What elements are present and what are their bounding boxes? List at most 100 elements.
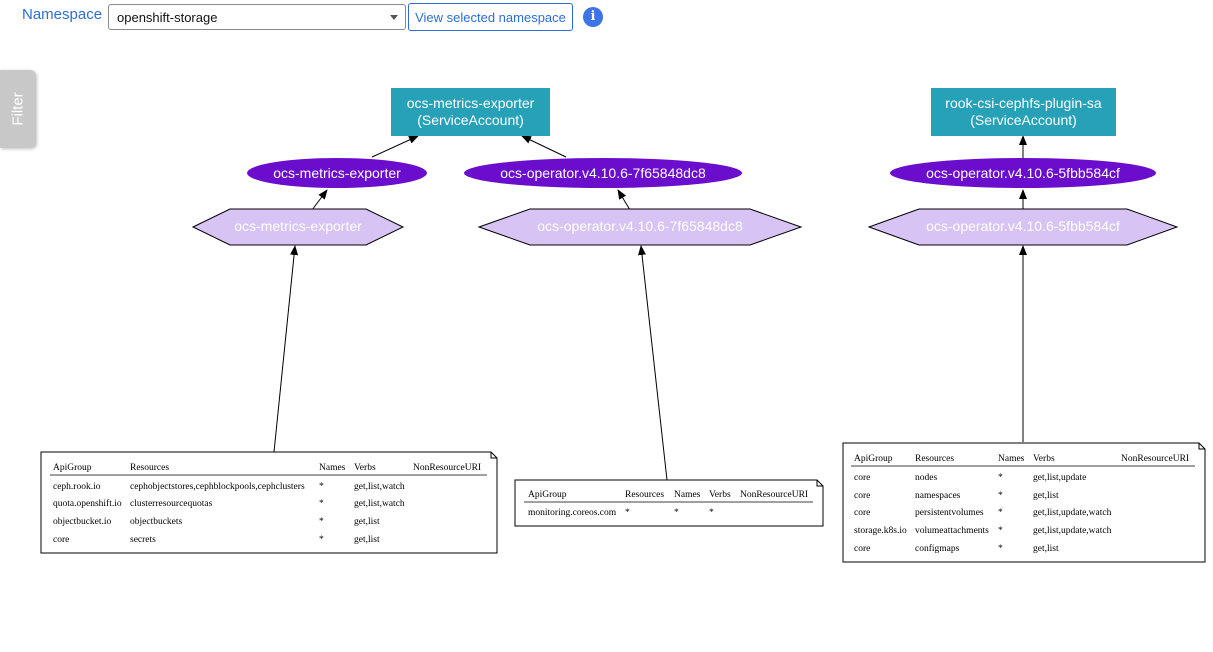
table-cell: get,list bbox=[354, 517, 380, 527]
column-header: ApiGroup bbox=[528, 490, 567, 500]
role-binding-label: ocs-operator.v4.10.6-5fbb584cf bbox=[926, 165, 1120, 181]
role-binding-label: ocs-operator.v4.10.6-7f65848dc8 bbox=[500, 165, 706, 181]
rules-note-2: ApiGroup Resources Names Verbs NonResour… bbox=[514, 479, 824, 527]
table-row: quota.openshift.io clusterresourcequotas… bbox=[53, 498, 405, 509]
table-cell: storage.k8s.io bbox=[854, 526, 907, 536]
filter-tab[interactable]: Filter bbox=[0, 70, 36, 148]
table-row: objectbucket.io objectbuckets * get,list bbox=[53, 517, 380, 527]
table-cell: * bbox=[319, 535, 324, 545]
table-header-row: ApiGroup Resources Names Verbs NonResour… bbox=[528, 490, 808, 500]
edge-rules-to-role bbox=[638, 245, 668, 481]
service-account-node[interactable]: rook-csi-cephfs-plugin-sa (ServiceAccoun… bbox=[931, 88, 1116, 136]
table-cell: get,list bbox=[1033, 491, 1059, 501]
column-header: ApiGroup bbox=[53, 463, 92, 473]
role-node[interactable]: ocs-operator.v4.10.6-5fbb584cf bbox=[867, 208, 1179, 246]
table-header-row: ApiGroup Resources Names Verbs NonResour… bbox=[854, 454, 1189, 464]
edge-binding-to-sa bbox=[371, 135, 419, 158]
column-header: Names bbox=[319, 463, 346, 473]
table-cell: volumeattachments bbox=[915, 526, 989, 536]
namespace-toolbar: Namespace openshift-storage View selecte… bbox=[0, 0, 1213, 36]
table-cell: persistentvolumes bbox=[915, 508, 984, 518]
rules-note-3: ApiGroup Resources Names Verbs NonResour… bbox=[842, 442, 1206, 563]
table-cell: get,list,update bbox=[1033, 473, 1086, 483]
table-row: core nodes * get,list,update bbox=[854, 473, 1086, 483]
column-header: Names bbox=[674, 490, 701, 500]
role-label: ocs-operator.v4.10.6-5fbb584cf bbox=[926, 218, 1120, 234]
service-account-kind: (ServiceAccount) bbox=[417, 112, 524, 128]
table-cell: configmaps bbox=[915, 543, 960, 554]
table-cell: core bbox=[53, 535, 69, 545]
info-icon[interactable]: i bbox=[583, 7, 603, 27]
graph-edges bbox=[273, 135, 1027, 481]
table-cell: * bbox=[998, 473, 1003, 483]
table-header-row: ApiGroup Resources Names Verbs NonResour… bbox=[53, 463, 481, 473]
table-cell: * bbox=[998, 491, 1003, 501]
role-binding-node[interactable]: ocs-operator.v4.10.6-5fbb584cf bbox=[890, 158, 1156, 188]
table-cell: get,list bbox=[354, 535, 380, 545]
table-cell: * bbox=[998, 526, 1003, 536]
table-cell: get,list,watch bbox=[354, 499, 405, 509]
role-node[interactable]: ocs-metrics-exporter bbox=[191, 208, 405, 246]
column-header: NonResourceURI bbox=[1121, 454, 1189, 464]
table-cell: secrets bbox=[130, 535, 156, 545]
table-cell: get,list bbox=[1033, 544, 1059, 554]
table-cell: get,list,watch bbox=[354, 482, 405, 492]
table-cell: * bbox=[709, 508, 714, 518]
role-binding-node[interactable]: ocs-metrics-exporter bbox=[247, 158, 427, 188]
column-header: Resources bbox=[915, 454, 954, 464]
column-header: NonResourceURI bbox=[413, 463, 481, 473]
table-cell: * bbox=[319, 499, 324, 509]
chevron-down-icon bbox=[390, 15, 398, 20]
table-cell: quota.openshift.io bbox=[53, 498, 122, 509]
service-account-kind: (ServiceAccount) bbox=[970, 112, 1077, 128]
table-row: core persistentvolumes * get,list,update… bbox=[854, 508, 1112, 518]
table-cell: ceph.rook.io bbox=[53, 482, 101, 492]
table-row: core configmaps * get,list bbox=[854, 543, 1059, 554]
service-account-name: rook-csi-cephfs-plugin-sa bbox=[945, 95, 1102, 111]
role-node[interactable]: ocs-operator.v4.10.6-7f65848dc8 bbox=[477, 208, 803, 246]
view-selected-namespace-button[interactable]: View selected namespace bbox=[408, 3, 573, 31]
service-account-node[interactable]: ocs-metrics-exporter (ServiceAccount) bbox=[391, 88, 550, 136]
edge-role-to-binding bbox=[617, 189, 631, 211]
column-header: Verbs bbox=[1033, 454, 1055, 464]
table-cell: get,list,update,watch bbox=[1033, 508, 1112, 518]
column-header: NonResourceURI bbox=[740, 490, 808, 500]
namespace-select[interactable]: openshift-storage bbox=[108, 4, 406, 30]
table-cell: * bbox=[319, 517, 324, 527]
table-cell: namespaces bbox=[915, 491, 961, 501]
service-account-name: ocs-metrics-exporter bbox=[407, 95, 535, 111]
table-cell: core bbox=[854, 473, 870, 483]
table-cell: clusterresourcequotas bbox=[130, 499, 213, 509]
table-cell: * bbox=[625, 508, 630, 518]
table-cell: core bbox=[854, 544, 870, 554]
column-header: ApiGroup bbox=[854, 454, 893, 464]
table-cell: * bbox=[998, 508, 1003, 518]
edge-rules-to-role bbox=[273, 245, 299, 453]
edge-binding-to-sa bbox=[521, 135, 567, 158]
table-cell: cephobjectstores,cephblockpools,cephclus… bbox=[130, 482, 305, 492]
table-row: core namespaces * get,list bbox=[854, 491, 1059, 501]
role-label: ocs-operator.v4.10.6-7f65848dc8 bbox=[537, 218, 743, 234]
table-cell: objectbuckets bbox=[130, 517, 183, 527]
table-cell: get,list,update,watch bbox=[1033, 526, 1112, 536]
table-row: core secrets * get,list bbox=[53, 535, 380, 545]
rules-note-1: ApiGroup Resources Names Verbs NonResour… bbox=[40, 451, 498, 554]
table-row: ceph.rook.io cephobjectstores,cephblockp… bbox=[53, 482, 405, 492]
column-header: Resources bbox=[130, 463, 169, 473]
role-binding-node[interactable]: ocs-operator.v4.10.6-7f65848dc8 bbox=[464, 158, 742, 188]
role-binding-label: ocs-metrics-exporter bbox=[273, 165, 401, 181]
role-label: ocs-metrics-exporter bbox=[234, 218, 362, 234]
column-header: Resources bbox=[625, 490, 664, 500]
table-row: storage.k8s.io volumeattachments * get,l… bbox=[854, 526, 1112, 536]
table-cell: * bbox=[319, 482, 324, 492]
column-header: Verbs bbox=[709, 490, 731, 500]
namespace-select-value: openshift-storage bbox=[117, 10, 218, 25]
table-cell: nodes bbox=[915, 473, 937, 483]
column-header: Names bbox=[998, 454, 1025, 464]
edge-role-to-binding bbox=[311, 189, 328, 211]
namespace-label: Namespace bbox=[22, 6, 103, 23]
table-cell: core bbox=[854, 508, 870, 518]
table-cell: objectbucket.io bbox=[53, 517, 112, 527]
table-cell: monitoring.coreos.com bbox=[528, 508, 617, 518]
